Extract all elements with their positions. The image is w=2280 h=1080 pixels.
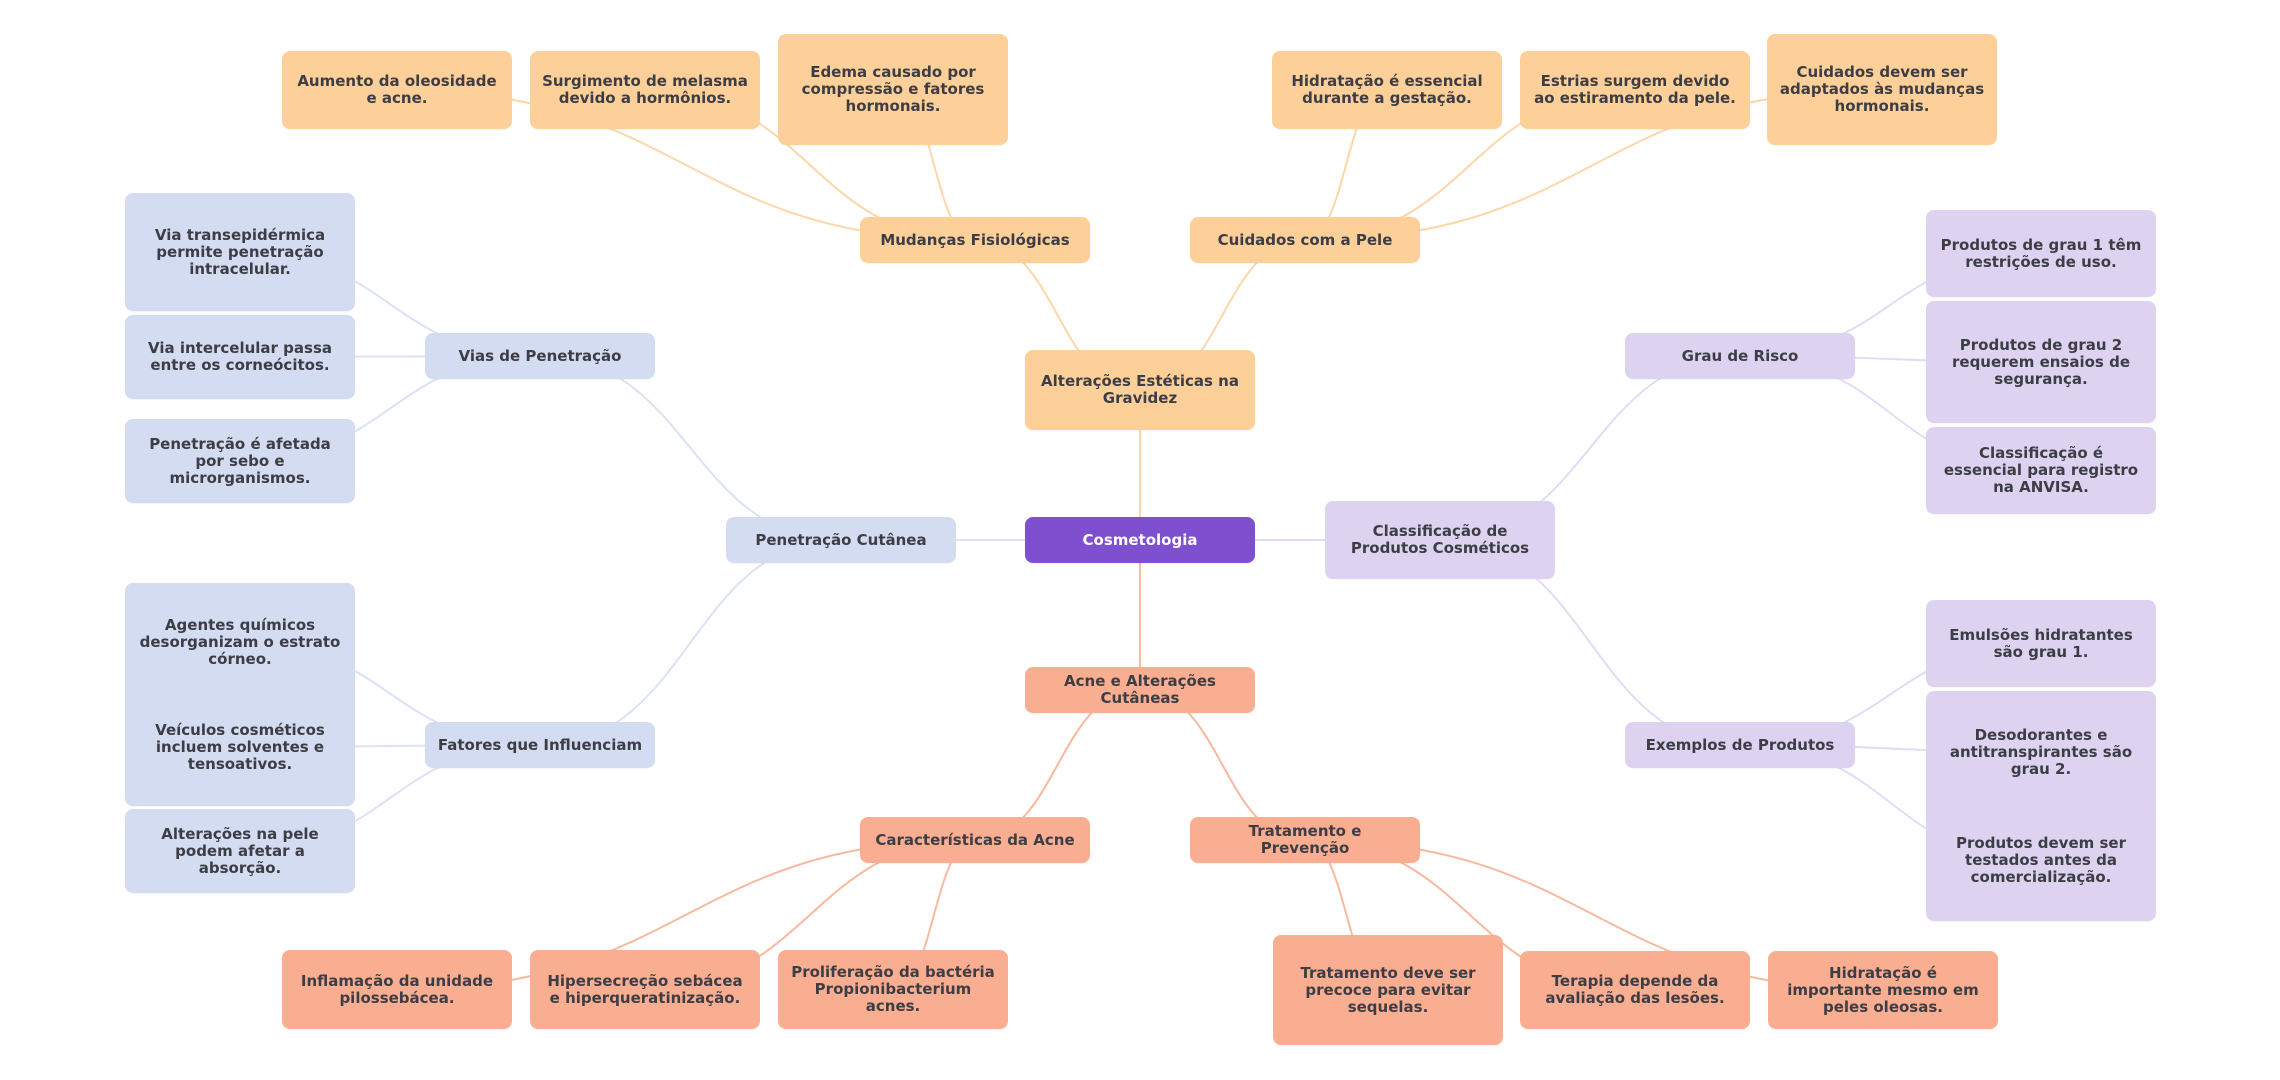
node-label: Desodorantes e antitranspirantes são gra…: [1949, 725, 2133, 778]
node-label: Grau de Risco: [1681, 346, 1799, 365]
leaf-node[interactable]: Veículos cosméticos incluem solventes e …: [125, 688, 355, 806]
topic-node-vias-de-penetracao[interactable]: Vias de Penetração: [425, 333, 655, 379]
branch-node-penetracao-cutanea[interactable]: Penetração Cutânea: [726, 517, 956, 563]
node-label: Características da Acne: [875, 830, 1075, 849]
leaf-node[interactable]: Via transepidérmica permite penetração i…: [125, 193, 355, 311]
node-label: Via transepidérmica permite penetração i…: [154, 225, 326, 278]
branch-node-classificacao-produtos[interactable]: Classificação de Produtos Cosméticos: [1325, 501, 1555, 579]
leaf-node[interactable]: Tratamento deve ser precoce para evitar …: [1273, 935, 1503, 1045]
node-label: Acne e Alterações Cutâneas: [1064, 672, 1216, 707]
node-label: Produtos devem ser testados antes da com…: [1956, 834, 2126, 886]
leaf-node[interactable]: Surgimento de melasma devido a hormônios…: [530, 51, 760, 129]
leaf-node[interactable]: Produtos de grau 2 requerem ensaios de s…: [1926, 301, 2156, 423]
leaf-node[interactable]: Proliferação da bactéria Propionibacteri…: [778, 950, 1008, 1029]
connector-b2-b2b: [539, 539, 842, 746]
node-label: Estrias surgem devido ao estiramento da …: [1534, 72, 1736, 107]
node-label: Proliferação da bactéria Propionibacteri…: [791, 963, 995, 1015]
leaf-node[interactable]: Emulsões hidratantes são grau 1.: [1926, 600, 2156, 687]
leaf-node[interactable]: Aumento da oleosidade e acne.: [282, 51, 512, 129]
node-label: Cuidados devem ser adaptados às mudanças…: [1779, 63, 1985, 115]
node-label: Penetração Cutânea: [755, 530, 927, 549]
leaf-node[interactable]: Produtos de grau 1 têm restrições de uso…: [1926, 210, 2156, 297]
topic-node-caracteristicas-da-acne[interactable]: Características da Acne: [860, 817, 1090, 863]
leaf-node[interactable]: Inflamação da unidade pilossebácea.: [282, 950, 512, 1029]
node-label: Agentes químicos desorganizam o estrato …: [139, 615, 341, 668]
node-label: Tratamento deve ser precoce para evitar …: [1300, 963, 1476, 1016]
node-label: Via intercelular passa entre os corneóci…: [148, 339, 332, 374]
node-label: Surgimento de melasma devido a hormônios…: [542, 72, 748, 107]
node-label: Hidratação é essencial durante a gestaçã…: [1291, 72, 1483, 107]
topic-node-tratamento-e-prevencao[interactable]: Tratamento e Prevenção: [1190, 817, 1420, 863]
branch-node-alteracoes-esteticas[interactable]: Alterações Estéticas na Gravidez: [1025, 350, 1255, 430]
node-label: Mudanças Fisiológicas: [880, 230, 1070, 249]
leaf-node[interactable]: Hidratação é importante mesmo em peles o…: [1768, 951, 1998, 1029]
topic-node-exemplos-de-produtos[interactable]: Exemplos de Produtos: [1625, 722, 1855, 768]
leaf-node[interactable]: Penetração é afetada por sebo e microrga…: [125, 419, 355, 503]
leaf-node[interactable]: Desodorantes e antitranspirantes são gra…: [1926, 691, 2156, 813]
root-node[interactable]: Cosmetologia: [1025, 517, 1255, 563]
node-label: Edema causado por compressão e fatores h…: [801, 63, 985, 115]
leaf-node[interactable]: Classificação é essencial para registro …: [1926, 427, 2156, 514]
leaf-node[interactable]: Hipersecreção sebácea e hiperqueratiniza…: [530, 950, 760, 1029]
node-label: Veículos cosméticos incluem solventes e …: [155, 720, 325, 773]
node-label: Classificação é essencial para registro …: [1943, 444, 2139, 496]
topic-node-grau-de-risco[interactable]: Grau de Risco: [1625, 333, 1855, 379]
node-label: Classificação de Produtos Cosméticos: [1350, 522, 1530, 557]
node-label: Hipersecreção sebácea e hiperqueratiniza…: [547, 971, 743, 1007]
node-label: Produtos de grau 1 têm restrições de uso…: [1940, 235, 2142, 271]
topic-node-mudancas-fisiologicas[interactable]: Mudanças Fisiológicas: [860, 217, 1090, 263]
node-label: Inflamação da unidade pilossebácea.: [300, 971, 494, 1007]
leaf-node[interactable]: Estrias surgem devido ao estiramento da …: [1520, 51, 1750, 129]
node-label: Penetração é afetada por sebo e microrga…: [149, 434, 331, 487]
node-label: Produtos de grau 2 requerem ensaios de s…: [1952, 335, 2130, 388]
topic-node-fatores-que-influenciam[interactable]: Fatores que Influenciam: [425, 722, 655, 768]
branch-node-acne-alteracoes[interactable]: Acne e Alterações Cutâneas: [1025, 667, 1255, 713]
node-label: Hidratação é importante mesmo em peles o…: [1787, 963, 1979, 1016]
leaf-node[interactable]: Cuidados devem ser adaptados às mudanças…: [1767, 34, 1997, 145]
leaf-node[interactable]: Via intercelular passa entre os corneóci…: [125, 315, 355, 399]
node-label: Aumento da oleosidade e acne.: [297, 72, 497, 107]
leaf-node[interactable]: Hidratação é essencial durante a gestaçã…: [1272, 51, 1502, 129]
node-label: Alterações Estéticas na Gravidez: [1041, 372, 1239, 407]
node-label: Tratamento e Prevenção: [1248, 822, 1362, 857]
leaf-node[interactable]: Alterações na pele podem afetar a absorç…: [125, 809, 355, 893]
node-label: Alterações na pele podem afetar a absorç…: [161, 824, 319, 877]
topic-node-cuidados-com-a-pele[interactable]: Cuidados com a Pele: [1190, 217, 1420, 263]
leaf-node[interactable]: Produtos devem ser testados antes da com…: [1926, 800, 2156, 921]
connector-b2-b2a: [539, 355, 842, 541]
leaf-node[interactable]: Terapia depende da avaliação das lesões.: [1520, 951, 1750, 1029]
node-label: Cuidados com a Pele: [1217, 230, 1393, 249]
leaf-node[interactable]: Edema causado por compressão e fatores h…: [778, 34, 1008, 145]
node-label: Cosmetologia: [1082, 530, 1198, 549]
node-label: Fatores que Influenciam: [437, 735, 643, 754]
node-label: Vias de Penetração: [458, 346, 622, 365]
node-label: Terapia depende da avaliação das lesões.: [1545, 972, 1725, 1007]
leaf-node[interactable]: Agentes químicos desorganizam o estrato …: [125, 583, 355, 701]
node-label: Emulsões hidratantes são grau 1.: [1949, 625, 2133, 661]
node-label: Exemplos de Produtos: [1645, 735, 1835, 754]
